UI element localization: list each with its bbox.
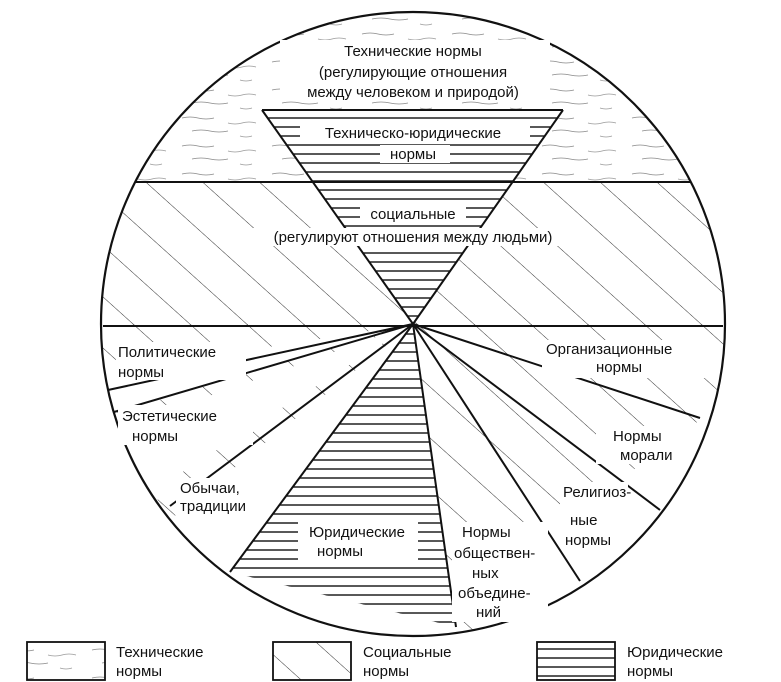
public-associations-label-3: ных (472, 565, 499, 582)
aesthetic-label-2: нормы (132, 428, 178, 445)
religious-label-3: нормы (565, 532, 611, 549)
legend-swatch-legal (536, 641, 616, 681)
public-associations-label-1: Нормы (462, 524, 511, 541)
legend-legal-line1: Юридические (627, 644, 723, 661)
legend-swatch-technical (26, 641, 106, 681)
public-associations-label-4: объедине- (458, 585, 531, 602)
legal-label-2: нормы (317, 543, 363, 560)
public-associations-label-2: обществен- (454, 545, 535, 562)
social-label-1: социальные (370, 206, 455, 223)
religious-label-2: ные (570, 512, 597, 529)
radial-line-3 (169, 323, 414, 507)
legend-technical-line1: Технические (116, 644, 203, 661)
legend-legal-line2: нормы (627, 663, 673, 680)
techno-legal-label-2: нормы (390, 146, 436, 163)
legend-technical-line2: нормы (116, 663, 162, 680)
radial-line-5 (412, 323, 457, 628)
moral-label-1: Нормы (613, 428, 662, 445)
legal-label-1: Юридические (309, 524, 405, 541)
moral-label-2: морали (620, 447, 672, 464)
technical-label-1: Технические нормы (344, 43, 482, 60)
technical-label-2: (регулирующие отношения (319, 64, 507, 81)
legend: Технические нормы Социальные нормы Юриди… (26, 641, 723, 681)
customs-label-2: традиции (180, 498, 246, 515)
legend-social-line1: Социальные (363, 644, 451, 661)
customs-label-1: Обычаи, (180, 480, 240, 497)
political-label-2: нормы (118, 364, 164, 381)
techno-legal-label-1: Техническо-юридические (325, 125, 501, 142)
legend-social-line2: нормы (363, 663, 409, 680)
radial-line-4 (229, 323, 414, 573)
social-label-2: (регулируют отношения между людьми) (274, 229, 553, 246)
legend-swatch-social (272, 641, 352, 681)
political-label-1: Политические (118, 344, 216, 361)
radial-line-7 (412, 323, 661, 511)
organizational-label-2: нормы (596, 359, 642, 376)
radial-line-6 (412, 323, 581, 582)
technical-label-3: между человеком и природой) (307, 84, 519, 101)
organizational-label-1: Организационные (546, 341, 672, 358)
aesthetic-label-1: Эстетические (122, 408, 217, 425)
radial-line-2 (113, 323, 414, 413)
funnel-right-edge (412, 109, 564, 325)
religious-label-1: Религиоз- (563, 484, 631, 501)
funnel-left-edge (261, 109, 414, 325)
public-associations-label-5: ний (476, 604, 501, 621)
outer-circle (99, 10, 727, 638)
